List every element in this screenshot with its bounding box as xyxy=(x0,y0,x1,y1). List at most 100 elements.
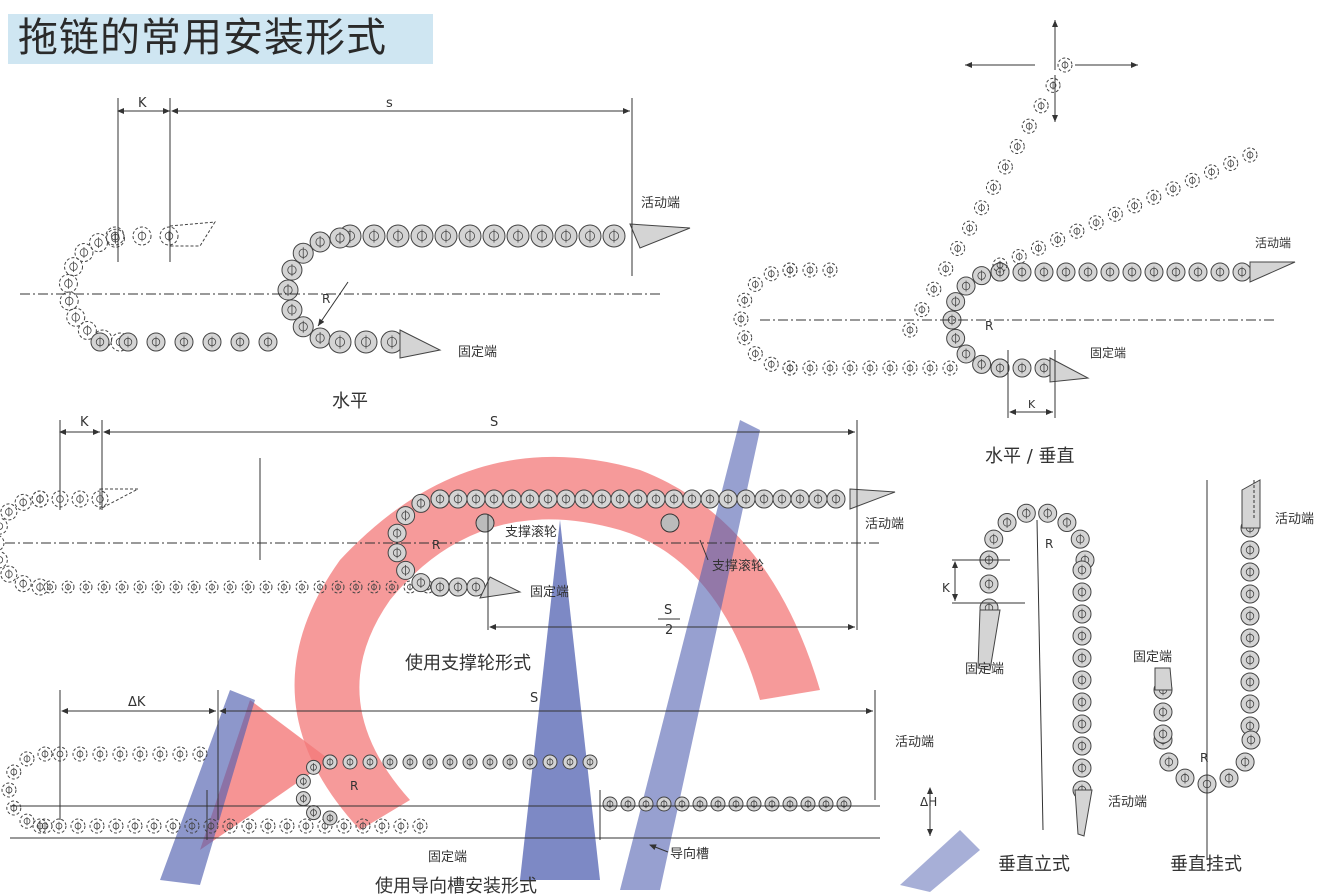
end-bracket-fixed xyxy=(399,329,442,359)
chain-link xyxy=(1050,232,1066,248)
chain-link xyxy=(259,580,273,594)
guide-line xyxy=(1036,519,1044,831)
chain-link xyxy=(737,330,753,346)
chain-link xyxy=(260,818,276,834)
end-bracket-dashed xyxy=(169,221,216,247)
chain-link xyxy=(31,578,49,596)
chain-link xyxy=(205,580,219,594)
label-support-roller-2: 支撑滚轮 xyxy=(712,558,764,574)
chain-link xyxy=(1011,249,1027,265)
chain-link xyxy=(1204,164,1220,180)
chain-link xyxy=(223,580,237,594)
chain-link xyxy=(1021,118,1037,134)
chain-link xyxy=(59,291,79,311)
label-s-2: S xyxy=(490,415,498,430)
chain-link xyxy=(950,240,966,256)
chain-link xyxy=(159,226,179,246)
chain-link xyxy=(349,580,363,594)
chain-link xyxy=(108,818,124,834)
label-s-half-num: S xyxy=(664,603,672,618)
page-title: 拖链的常用安装形式 xyxy=(18,15,387,61)
chain-link xyxy=(37,746,53,762)
chain-link xyxy=(37,818,53,834)
chain-link xyxy=(77,320,97,340)
chain-link xyxy=(1107,206,1123,222)
chain-link xyxy=(862,360,878,376)
chain-link xyxy=(187,580,201,594)
chain-link xyxy=(1057,57,1073,73)
label-moving-end-2: 活动端 xyxy=(865,517,904,532)
label-fixed-end-6: 固定端 xyxy=(1133,650,1172,665)
chain-link xyxy=(105,226,125,246)
chain-link xyxy=(1127,198,1143,214)
chain-link xyxy=(802,262,818,278)
chain-link xyxy=(997,159,1013,175)
title-banner xyxy=(8,14,433,64)
chain-link xyxy=(58,273,78,293)
chain-link xyxy=(902,360,918,376)
label-r-3: R xyxy=(350,779,358,793)
chain-link xyxy=(203,818,219,834)
radius-arrow xyxy=(317,281,349,327)
label-r-1: R xyxy=(322,292,330,306)
chain-link xyxy=(336,818,352,834)
pin-hole xyxy=(0,522,4,530)
chain-link xyxy=(962,220,978,236)
chain-link xyxy=(32,818,48,834)
chain-link xyxy=(782,360,798,376)
leader-line xyxy=(649,844,669,853)
chain-link xyxy=(974,200,990,216)
label-moving-end-5: 活动端 xyxy=(1275,512,1314,527)
end-bracket-dashed xyxy=(99,488,139,510)
label-s-3: S xyxy=(530,691,538,706)
chain-link xyxy=(172,746,188,762)
chain-link xyxy=(127,818,143,834)
label-guide-trough: 导向槽 xyxy=(670,846,709,862)
end-bracket-fixed xyxy=(1154,667,1173,691)
chain-link xyxy=(393,818,409,834)
chain-link xyxy=(914,302,930,318)
chain-link xyxy=(842,360,858,376)
chain-link xyxy=(165,818,181,834)
label-r-4: R xyxy=(985,319,993,333)
chain-link xyxy=(88,233,108,253)
chain-link xyxy=(938,261,954,277)
chain-link xyxy=(64,257,84,277)
caption-vertical-standing: 垂直立式 xyxy=(998,854,1070,875)
chain-link xyxy=(412,818,428,834)
chain-link xyxy=(132,746,148,762)
pin-hole xyxy=(0,556,4,564)
chain-link xyxy=(1146,189,1162,205)
chain-link xyxy=(132,226,152,246)
chain-link xyxy=(1223,155,1239,171)
end-bracket-moving xyxy=(1074,789,1093,837)
label-moving-end-3: 活动端 xyxy=(895,735,934,750)
chain-link xyxy=(313,580,327,594)
chain-link xyxy=(802,360,818,376)
label-delta-k: ΔK xyxy=(128,695,146,710)
chain-link xyxy=(74,243,94,263)
chain-link xyxy=(89,818,105,834)
label-r-2: R xyxy=(432,538,440,552)
chain-link xyxy=(747,346,763,362)
chain-link xyxy=(385,580,399,594)
label-fixed-end-1: 固定端 xyxy=(458,345,497,360)
end-bracket-fixed xyxy=(479,576,522,599)
chain-link xyxy=(1,782,17,798)
chain-link xyxy=(1030,240,1046,256)
label-k-2: K xyxy=(80,415,89,430)
chain-link xyxy=(43,580,57,594)
chain-link xyxy=(277,580,291,594)
chain-link xyxy=(782,262,798,278)
chain-link xyxy=(169,580,183,594)
label-r-6: R xyxy=(1200,751,1208,765)
chain-link xyxy=(763,356,779,372)
chain-link xyxy=(822,360,838,376)
chain-link xyxy=(992,257,1008,273)
chain-link xyxy=(295,580,309,594)
chain-link xyxy=(1242,147,1258,163)
chain-link xyxy=(70,818,86,834)
chain-link xyxy=(355,818,371,834)
chain-link xyxy=(184,818,200,834)
chain-link xyxy=(133,580,147,594)
